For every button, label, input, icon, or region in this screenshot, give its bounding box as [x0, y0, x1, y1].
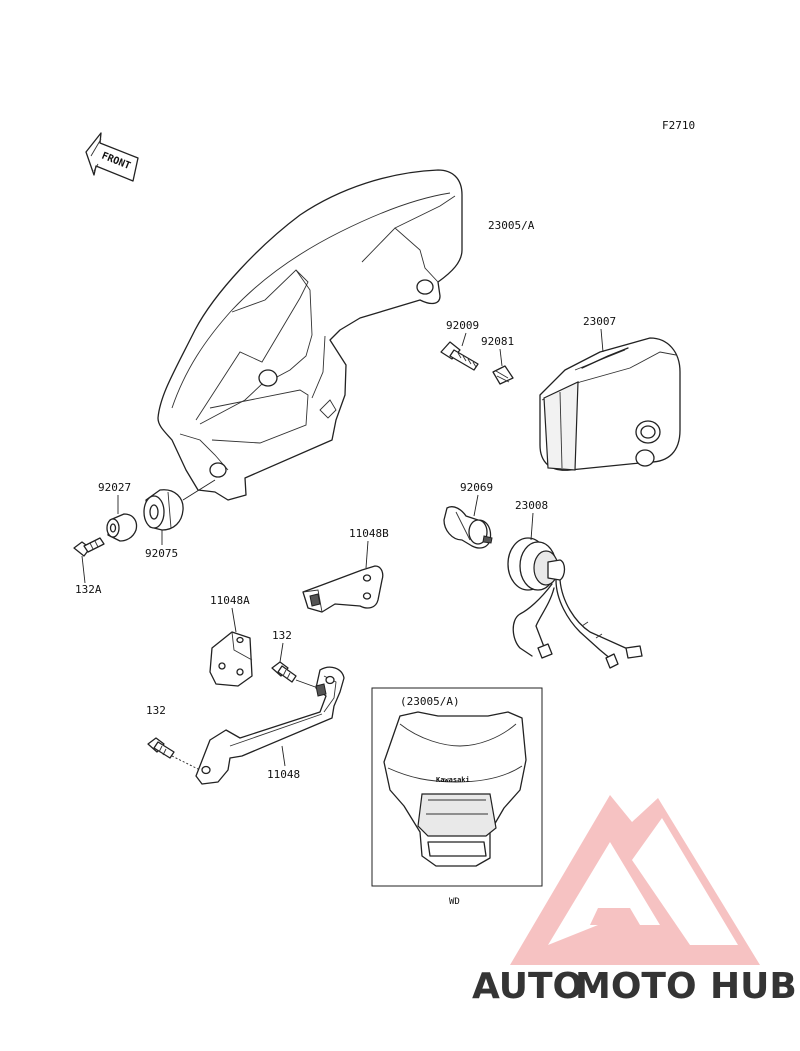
label-11048A: 11048A	[210, 594, 250, 607]
front-direction-arrow: FRONT	[85, 132, 139, 182]
label-11048B: 11048B	[349, 527, 389, 540]
label-92009: 92009	[446, 319, 479, 332]
grommet-92081	[492, 365, 514, 385]
watermark-text-auto: AUTO	[472, 966, 583, 1007]
bolt-132-lower	[147, 737, 175, 759]
inset-brand: Kawasaki	[436, 776, 470, 784]
automotohub-watermark: AUTO MOTO HUB	[472, 795, 797, 1007]
damper-92075	[143, 489, 184, 531]
watermark-text-hub: HUB	[710, 966, 797, 1007]
number-plate-cowl: Kawasaki	[383, 711, 527, 867]
label-132A: 132A	[75, 583, 102, 596]
bolt-132-upper	[271, 661, 297, 683]
bulb-92069	[443, 506, 493, 549]
label-92027: 92027	[98, 481, 131, 494]
label-11048: 11048	[267, 768, 300, 781]
label-23008: 23008	[515, 499, 548, 512]
bolt-132A	[73, 537, 105, 557]
bracket-11048B	[302, 565, 384, 613]
label-92075: 92075	[145, 547, 178, 560]
label-92081: 92081	[481, 335, 514, 348]
bolt-92009	[440, 341, 479, 371]
label-92069: 92069	[460, 481, 493, 494]
collar-92027	[106, 513, 138, 542]
headlight-lens-23007	[539, 337, 681, 471]
inset-caption: WD	[449, 897, 460, 907]
figure-code: F2710	[662, 119, 695, 132]
variant-inset: (23005/A) Kawasaki WD	[371, 687, 543, 907]
stay-11048	[195, 666, 345, 785]
label-132-lower: 132	[146, 704, 166, 717]
headlight-cowl	[157, 169, 463, 501]
socket-harness-23008	[507, 537, 643, 669]
bracket-11048A	[209, 631, 253, 687]
inset-title: (23005/A)	[400, 695, 460, 708]
label-132-upper: 132	[272, 629, 292, 642]
watermark-logo-mark	[510, 795, 760, 965]
watermark-text-moto: MOTO	[575, 966, 697, 1007]
label-23005A: 23005/A	[488, 219, 535, 232]
label-23007: 23007	[583, 315, 616, 328]
